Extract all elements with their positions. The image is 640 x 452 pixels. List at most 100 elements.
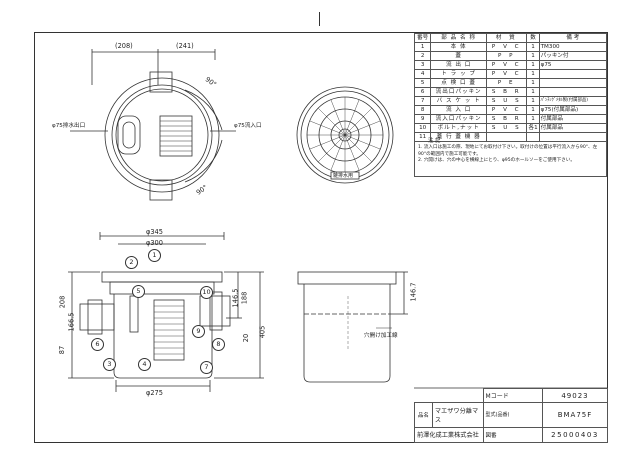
header-no: 番号 <box>413 33 432 43</box>
cell-material: S B R <box>486 114 528 124</box>
callout-5: 5 <box>132 285 145 298</box>
cell-qty: 1 <box>526 105 540 115</box>
dim-146: 146.5 <box>231 288 240 308</box>
header-name: 部 品 名 称 <box>430 33 488 43</box>
cell-qty: 1 <box>526 96 540 106</box>
side-view <box>297 271 408 383</box>
cell-remarks: φ75 <box>538 60 608 70</box>
cell-material: P V C <box>486 60 528 70</box>
cell-material: S U S <box>486 96 528 106</box>
dim-188: 188 <box>240 291 249 305</box>
cell-name: 流出口パッキン <box>430 87 488 97</box>
cell-remarks <box>538 78 608 88</box>
notes-box: 注 記 1. 流入口は施工の際、現地にてお取付け下さい。取付けの位置は平行流入か… <box>414 137 607 177</box>
title-block: Mコード 49023 品名 マエザワ分離マス 型式(品番) BMA75F 前澤化… <box>414 387 609 444</box>
cell-name: 流入口パッキン <box>430 114 488 124</box>
drawing-frame <box>34 32 608 443</box>
callout-6: 6 <box>91 338 104 351</box>
inlet-label: φ75流入口 <box>234 123 262 129</box>
cell-name: 本 体 <box>430 42 488 52</box>
m-code: 49023 <box>541 387 609 404</box>
cell-material: P V C <box>486 105 528 115</box>
company-name: 前澤化成工業株式会社 <box>414 426 484 444</box>
sheet-center-mark <box>319 12 320 26</box>
cell-qty <box>526 132 540 142</box>
header-remarks: 備 考 <box>538 33 608 43</box>
cell-remarks <box>538 69 608 79</box>
m-code-label: Mコード <box>482 387 543 404</box>
callout-2: 2 <box>125 256 138 269</box>
cell-material: S U S <box>486 123 528 133</box>
parts-table-header: 番号 部 品 名 称 材 質 数 備 考 <box>413 33 608 43</box>
cell-no: 4 <box>413 69 432 79</box>
model-number: BMA75F <box>541 402 609 428</box>
callout-9: 9 <box>192 325 205 338</box>
cell-name: ト ラ ッ プ <box>430 69 488 79</box>
cell-material: P V C <box>486 69 528 79</box>
plan-dim-right: (241) <box>176 42 194 50</box>
cell-material: P P <box>486 51 528 61</box>
dim-d345: φ345 <box>146 228 163 236</box>
cell-name: 流 出 口 <box>430 60 488 70</box>
cell-name: 蓋 <box>430 51 488 61</box>
product-name: マエザワ分離マス <box>431 402 484 428</box>
cell-name: 点 検 口 蓋 <box>430 78 488 88</box>
cell-no: 2 <box>413 51 432 61</box>
note-item-2: 2. 穴開けは、穴の中心を横線上にとり、φ95のホールソーをご使用下さい。 <box>418 158 575 163</box>
header-material: 材 質 <box>486 33 528 43</box>
cell-material: P V C <box>486 42 528 52</box>
cell-qty: 1 <box>526 42 540 52</box>
dim-405: 405 <box>258 325 267 339</box>
name-label: 品名 <box>414 402 433 428</box>
cell-name: ボルト,ナット <box>430 123 488 133</box>
note-item-1: 1. 流入口は施工の際、現地にてお取付け下さい。取付けの位置は平行流入から90°… <box>418 145 598 157</box>
cell-remarks: パッキン付 <box>538 51 608 61</box>
drawing-no-label: 図番 <box>482 426 543 444</box>
model-label: 型式(品番) <box>482 402 543 428</box>
notes-title: 注 記 <box>428 138 441 144</box>
side-dim-146: 146.7 <box>409 282 418 302</box>
cell-no: 9 <box>413 114 432 124</box>
callout-1: 1 <box>148 249 161 262</box>
side-label: 穴開け加工線 <box>364 333 398 339</box>
callout-7: 7 <box>200 361 213 374</box>
cell-qty: 各1 <box>526 123 540 133</box>
cell-no: 7 <box>413 96 432 106</box>
cell-remarks: TM300 <box>538 42 608 52</box>
cell-material: S B R <box>486 87 528 97</box>
plan-view <box>70 49 236 201</box>
dim-87: 87 <box>58 345 67 355</box>
cell-no: 5 <box>413 78 432 88</box>
cell-qty: 1 <box>526 87 540 97</box>
cell-remarks <box>538 132 608 142</box>
callout-10: 10 <box>200 286 213 299</box>
cell-material: P E <box>486 78 528 88</box>
dim-20: 20 <box>242 333 251 343</box>
lid-badge: 雑排水用 <box>333 173 354 179</box>
cell-qty: 1 <box>526 51 540 61</box>
dim-208: 208 <box>58 295 67 309</box>
cell-remarks: φ75(付属部品) <box>538 105 608 115</box>
dim-d275: φ275 <box>146 389 163 397</box>
cell-name: 流 入 口 <box>430 105 488 115</box>
cell-no: 8 <box>413 105 432 115</box>
plan-dim-left: (208) <box>115 42 133 50</box>
cell-no: 3 <box>413 60 432 70</box>
cell-remarks <box>538 87 608 97</box>
lid-plan-view <box>296 86 394 184</box>
callout-3: 3 <box>103 358 116 371</box>
outlet-label: φ75排水出口 <box>52 123 86 129</box>
drawing-number: 25000403 <box>541 426 609 444</box>
